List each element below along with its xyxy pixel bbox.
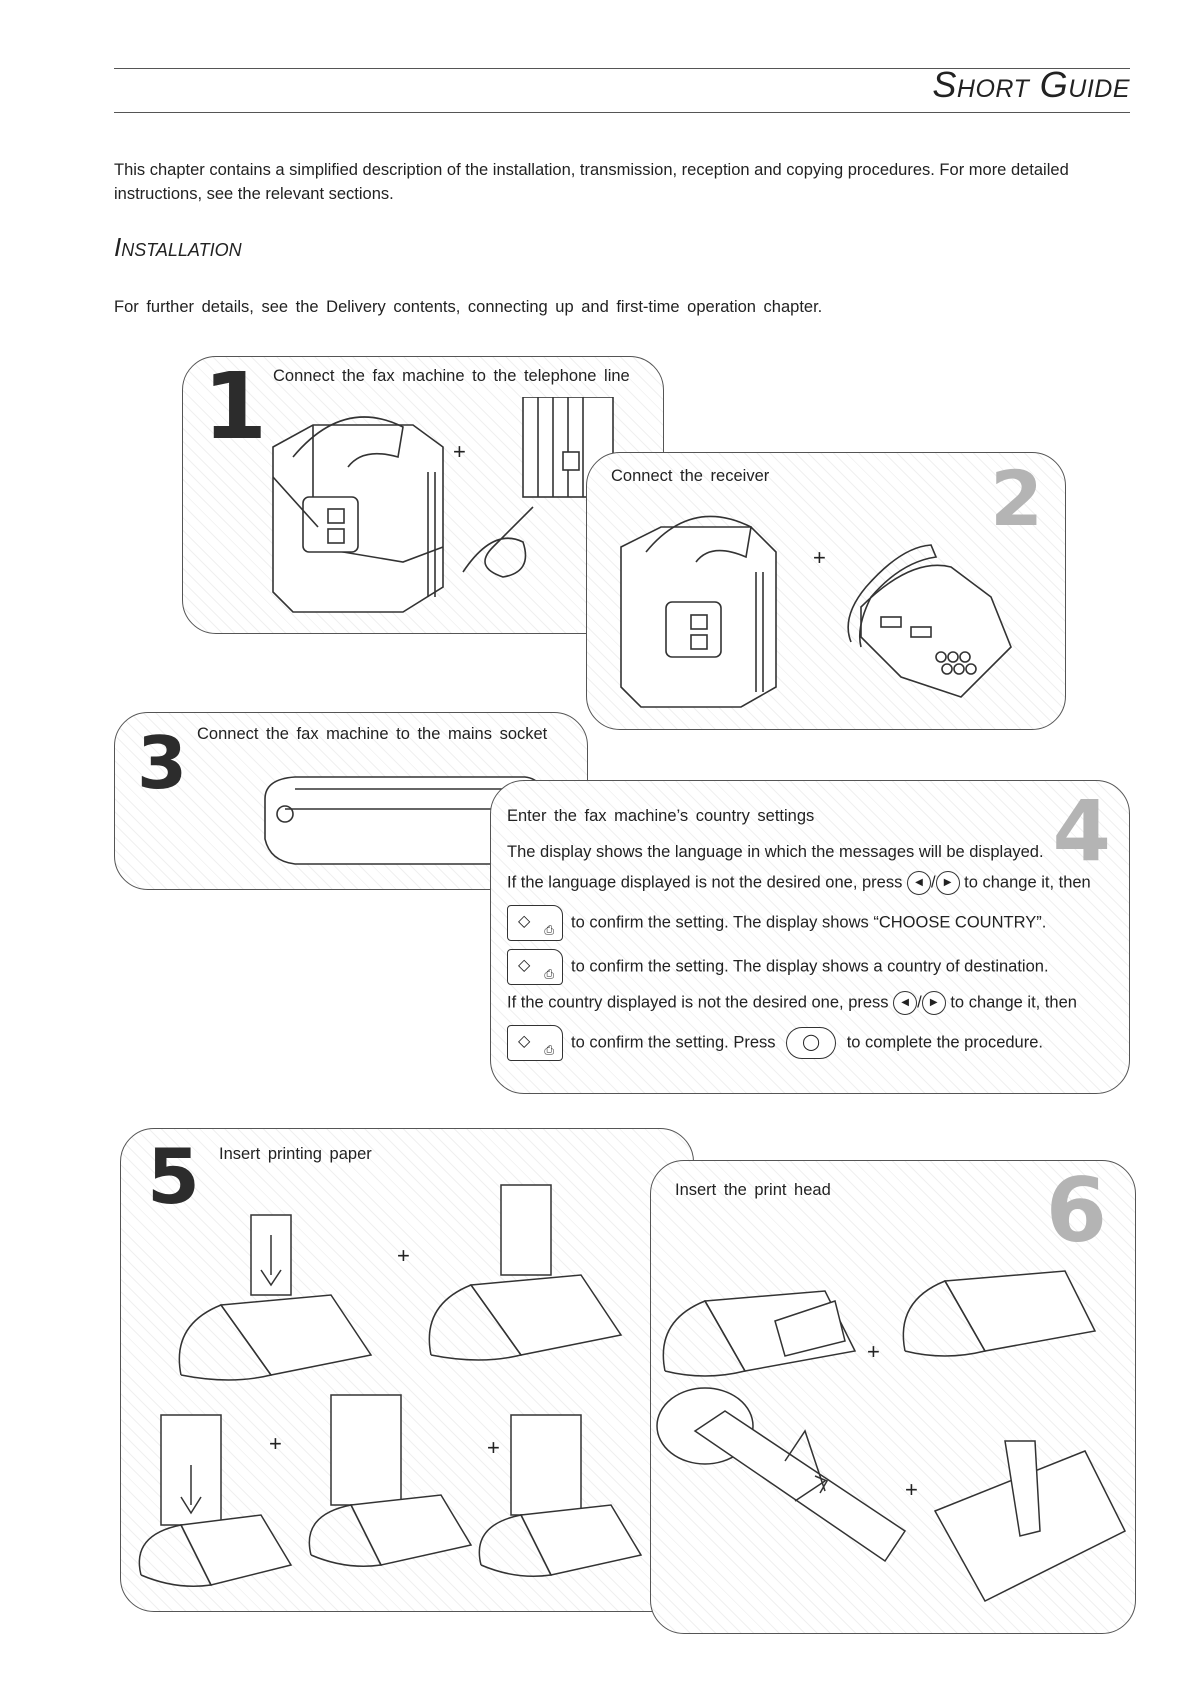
step-3-number: 3 [137,721,188,805]
step-4-line-3: ◇⎙to confirm the setting. The display sh… [507,905,1046,941]
fax-phone-line-illustration [272,397,614,613]
step-5-panel: 5 Insert printing paper + [120,1128,694,1612]
step-6-number: 6 [1045,1159,1107,1262]
step-5-number: 5 [147,1132,200,1221]
step-4-panel: 4 Enter the fax machine’s country settin… [490,780,1130,1094]
step-1-panel: 1 Connect the fax machine to the telepho… [182,356,664,634]
step-4-line-2: If the language displayed is not the des… [507,871,1091,895]
further-details: For further details, see the Delivery co… [114,298,823,316]
step-4-line-6: ◇⎙to confirm the setting. Press ◯ to com… [507,1025,1043,1061]
step-4-number: 4 [1052,782,1111,880]
step-2-title: Connect the receiver [611,467,770,485]
step-6-panel: 6 Insert the print head + + [650,1160,1136,1634]
stop-key-icon: ◯ [786,1027,837,1059]
step-4-line-1: The display shows the language in which … [507,843,1044,861]
start-copy-key-icon: ◇⎙ [507,905,563,941]
right-arrow-icon: ▶ [935,871,960,895]
left-arrow-icon: ◀ [893,991,918,1015]
receiver-connection-illustration [620,515,1012,708]
step-4-line-5: If the country displayed is not the desi… [507,991,1077,1015]
plus-sign: + [813,545,826,570]
plus-sign: + [397,1243,410,1268]
plus-sign: + [453,439,466,464]
plus-sign: + [269,1431,282,1456]
insert-print-head-illustration [656,1270,1127,1602]
step-3-title: Connect the fax machine to the mains soc… [197,725,548,743]
step-4-title: Enter the fax machine’s country settings [507,807,815,825]
bottom-rule [114,112,1130,113]
plus-sign: + [867,1339,880,1364]
plus-sign: + [487,1435,500,1460]
left-arrow-icon: ◀ [906,871,931,895]
plus-sign: + [905,1477,918,1502]
step-1-number: 1 [203,353,268,460]
start-copy-key-icon: ◇⎙ [507,1025,563,1061]
step-2-panel: 2 Connect the receiver + [586,452,1066,730]
step-1-title: Connect the fax machine to the telephone… [273,367,630,385]
step-2-number: 2 [990,454,1043,543]
step-4-line-4: ◇⎙to confirm the setting. The display sh… [507,949,1049,985]
step-6-title: Insert the print head [675,1181,831,1199]
insert-paper-illustration [138,1184,643,1587]
section-title: Installation [114,232,242,262]
top-rule [114,68,1130,69]
step-5-title: Insert printing paper [219,1145,372,1163]
right-arrow-icon: ▶ [921,991,946,1015]
start-copy-key-icon: ◇⎙ [507,949,563,985]
page-title: Short Guide [932,64,1130,105]
intro-paragraph: This chapter contains a simplified descr… [114,161,1069,203]
